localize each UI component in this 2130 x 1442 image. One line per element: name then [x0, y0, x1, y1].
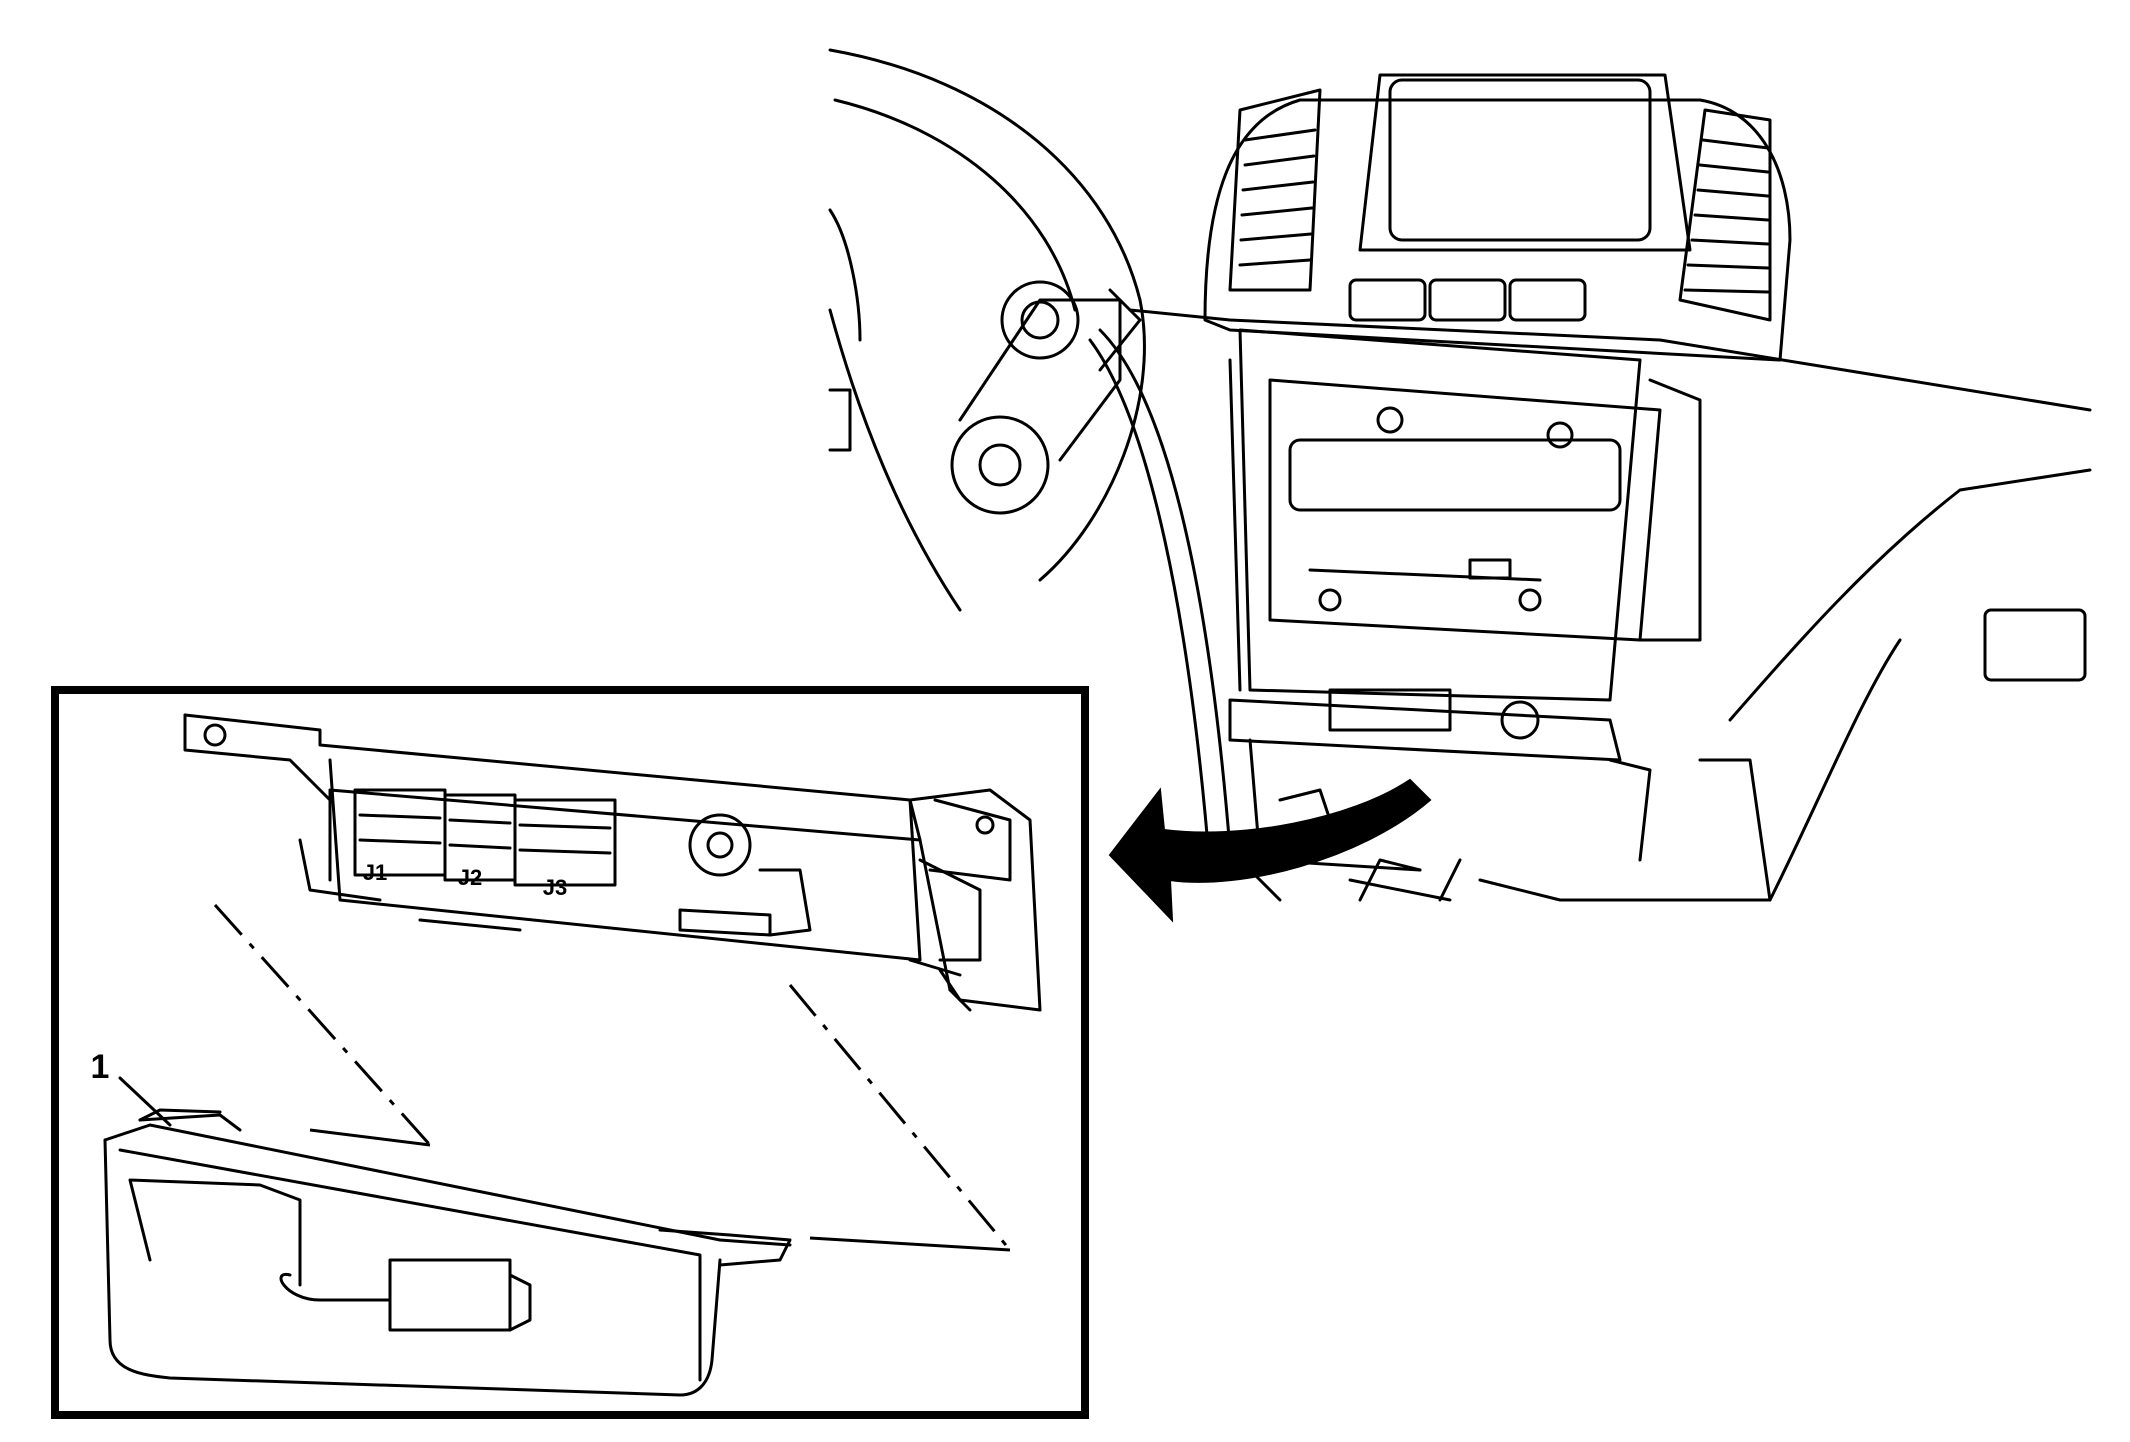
connector-j3 — [513, 798, 617, 887]
projection-lines — [213, 903, 1012, 1252]
module — [103, 1108, 792, 1397]
connector-label-j2: J2 — [458, 865, 482, 890]
bracket-hole — [203, 723, 227, 747]
column-knob — [950, 415, 1050, 515]
glovebox-handle — [1983, 608, 2087, 682]
lower-bracket — [1228, 688, 1652, 872]
connector-label-j3: J3 — [543, 875, 567, 900]
right-vent — [1678, 108, 1772, 322]
mounting-bracket — [183, 713, 1042, 1012]
wiring-harness — [1098, 328, 1232, 852]
ignition-switch — [1000, 280, 1080, 360]
callout-label-1: 1 — [91, 1048, 110, 1086]
display-screen — [1388, 78, 1652, 242]
callout-leader — [118, 1076, 172, 1127]
steering-wheel — [828, 48, 1146, 582]
bracket-stud — [688, 813, 752, 877]
module-connector — [388, 1258, 512, 1332]
inset-detail: J1 J2 J3 1 — [51, 686, 1089, 1419]
connector-label-j1: J1 — [363, 860, 387, 885]
dashboard-overview — [828, 48, 2092, 902]
curved-arrow-icon — [1108, 778, 1432, 923]
center-bezel — [1203, 98, 1792, 362]
radio-housing — [1228, 328, 1702, 702]
left-vent — [1228, 88, 1322, 292]
